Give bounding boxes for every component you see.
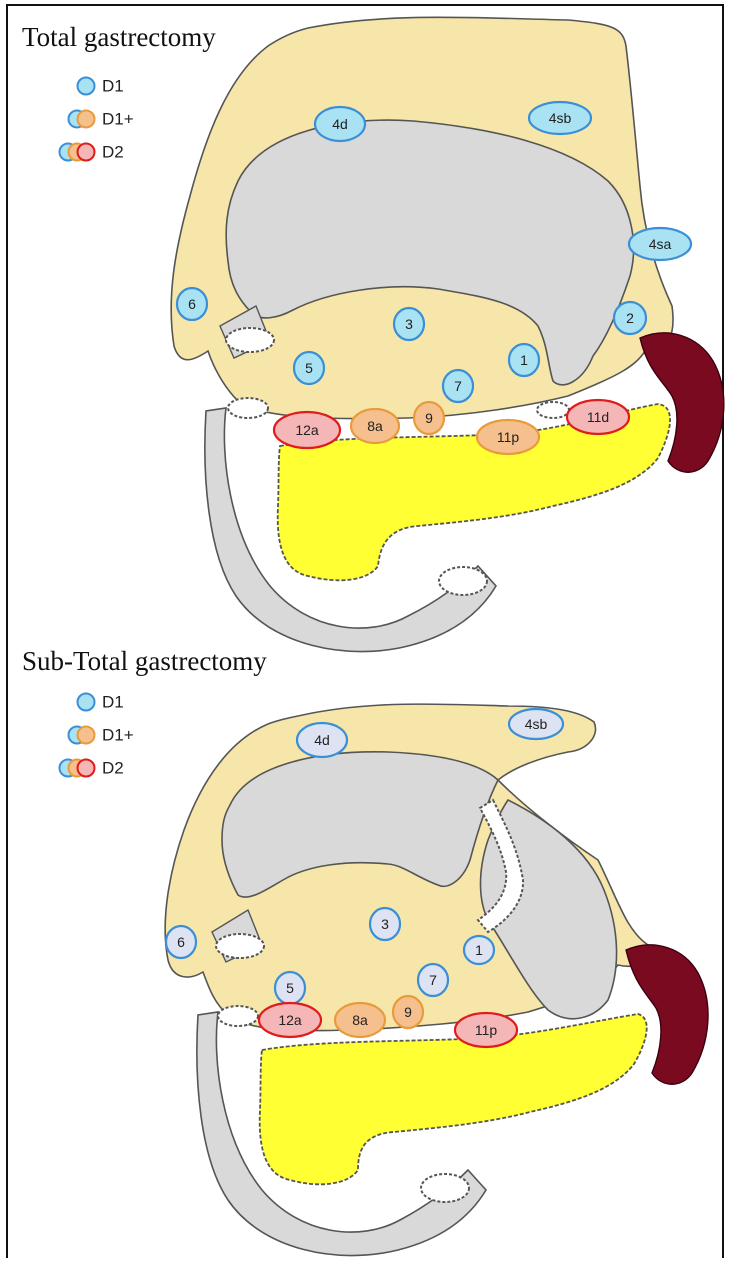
lymph-node-label: 8a: [352, 1012, 368, 1028]
lymph-node-4sa: 4sa: [629, 228, 691, 260]
jejunum-stump: [439, 567, 487, 595]
lymph-node-label: 11d: [587, 409, 609, 425]
lymph-node-label: 3: [381, 916, 389, 932]
lymph-node-label: 12a: [295, 422, 319, 438]
legend-label: D1: [102, 77, 124, 96]
lymph-node-11p: 11p: [477, 420, 539, 454]
lymph-node-3: 3: [394, 308, 424, 340]
pancreas-shape: [260, 1014, 647, 1184]
legend-item-d2: D2: [60, 143, 124, 162]
lymph-node-label: 4d: [332, 116, 348, 132]
lymph-node-3: 3: [370, 908, 400, 940]
lymph-node-4d: 4d: [315, 107, 365, 141]
legend-label: D1+: [102, 726, 134, 745]
panel-title: Total gastrectomy: [22, 22, 216, 53]
legend-swatch: [78, 694, 95, 711]
lymph-node-label: 1: [475, 942, 483, 958]
lymph-node-label: 7: [454, 378, 462, 394]
lymph-node-9: 9: [393, 996, 423, 1028]
lymph-node-label: 5: [305, 360, 313, 376]
lymph-node-label: 8a: [367, 418, 383, 434]
lymph-node-1: 1: [464, 936, 494, 964]
lymph-node-label: 12a: [278, 1012, 302, 1028]
total-gastrectomy-diagram: D1D1+ D2 4d 4sb 4sa 6 2 3 5 1 7 9 12a 8a 11p 11d: [8, 6, 722, 638]
splenic-stump: [537, 402, 569, 418]
panel-subtotal-gastrectomy: D1D1+ D2 4d 4sb 6 3 5 1 7 12a 8a 9 11p Sub-Total ga…: [8, 640, 722, 1256]
legend-swatch: [78, 144, 95, 161]
lymph-node-label: 4sb: [549, 110, 572, 126]
lymph-node-label: 11p: [475, 1022, 498, 1038]
legend-item-d1: D1: [78, 77, 124, 96]
legend-label: D2: [102, 143, 124, 162]
lymph-node-label: 9: [425, 410, 433, 426]
lymph-node-label: 4sb: [525, 716, 548, 732]
lymph-node-5: 5: [294, 352, 324, 384]
legend-swatch: [78, 760, 95, 777]
lymph-node-6: 6: [177, 288, 207, 320]
lymph-node-label: 6: [177, 934, 185, 950]
lymph-node-11p: 11p: [455, 1013, 517, 1047]
lymph-node-12a: 12a: [274, 412, 340, 448]
legend-item-d1plus: D1+: [69, 726, 134, 745]
lymph-node-label: 5: [286, 980, 294, 996]
legend-item-d1plus: D1+: [69, 110, 134, 129]
lymph-node-8a: 8a: [335, 1003, 385, 1037]
legend-item-d1: D1: [78, 693, 124, 712]
lymph-node-5: 5: [275, 972, 305, 1004]
lymph-node-12a: 12a: [259, 1003, 321, 1037]
lymph-node-label: 6: [188, 296, 196, 312]
lymph-node-label: 4d: [314, 732, 330, 748]
lymph-node-4sb: 4sb: [509, 709, 563, 739]
lymph-node-label: 9: [404, 1004, 412, 1020]
legend-label: D1: [102, 693, 124, 712]
legend-swatch: [78, 111, 95, 128]
lymph-node-label: 3: [405, 316, 413, 332]
lymph-node-label: 2: [626, 310, 634, 326]
lymph-node-4d: 4d: [297, 723, 347, 757]
jejunum-stump: [421, 1174, 469, 1202]
duodenum-stump: [218, 1006, 258, 1026]
legend-item-d2: D2: [60, 759, 124, 778]
lymph-node-7: 7: [443, 370, 473, 402]
legend-label: D1+: [102, 110, 134, 129]
lymph-node-2: 2: [614, 302, 646, 334]
legend-swatch: [78, 78, 95, 95]
lymph-node-8a: 8a: [351, 409, 399, 443]
legend-swatch: [78, 727, 95, 744]
lymph-node-label: 1: [520, 352, 528, 368]
panel-title: Sub-Total gastrectomy: [22, 646, 267, 677]
lymph-node-9: 9: [414, 402, 444, 434]
legend-label: D2: [102, 759, 124, 778]
lymph-node-7: 7: [418, 964, 448, 996]
lymph-node-label: 7: [429, 972, 437, 988]
lymph-node-6: 6: [166, 926, 196, 958]
lymph-node-4sb: 4sb: [529, 102, 591, 134]
lymph-node-label: 4sa: [649, 236, 672, 252]
lymph-node-11d: 11d: [567, 400, 629, 434]
lymph-node-1: 1: [509, 344, 539, 376]
duodenum-stump: [228, 398, 268, 418]
lymph-node-label: 11p: [497, 429, 520, 445]
